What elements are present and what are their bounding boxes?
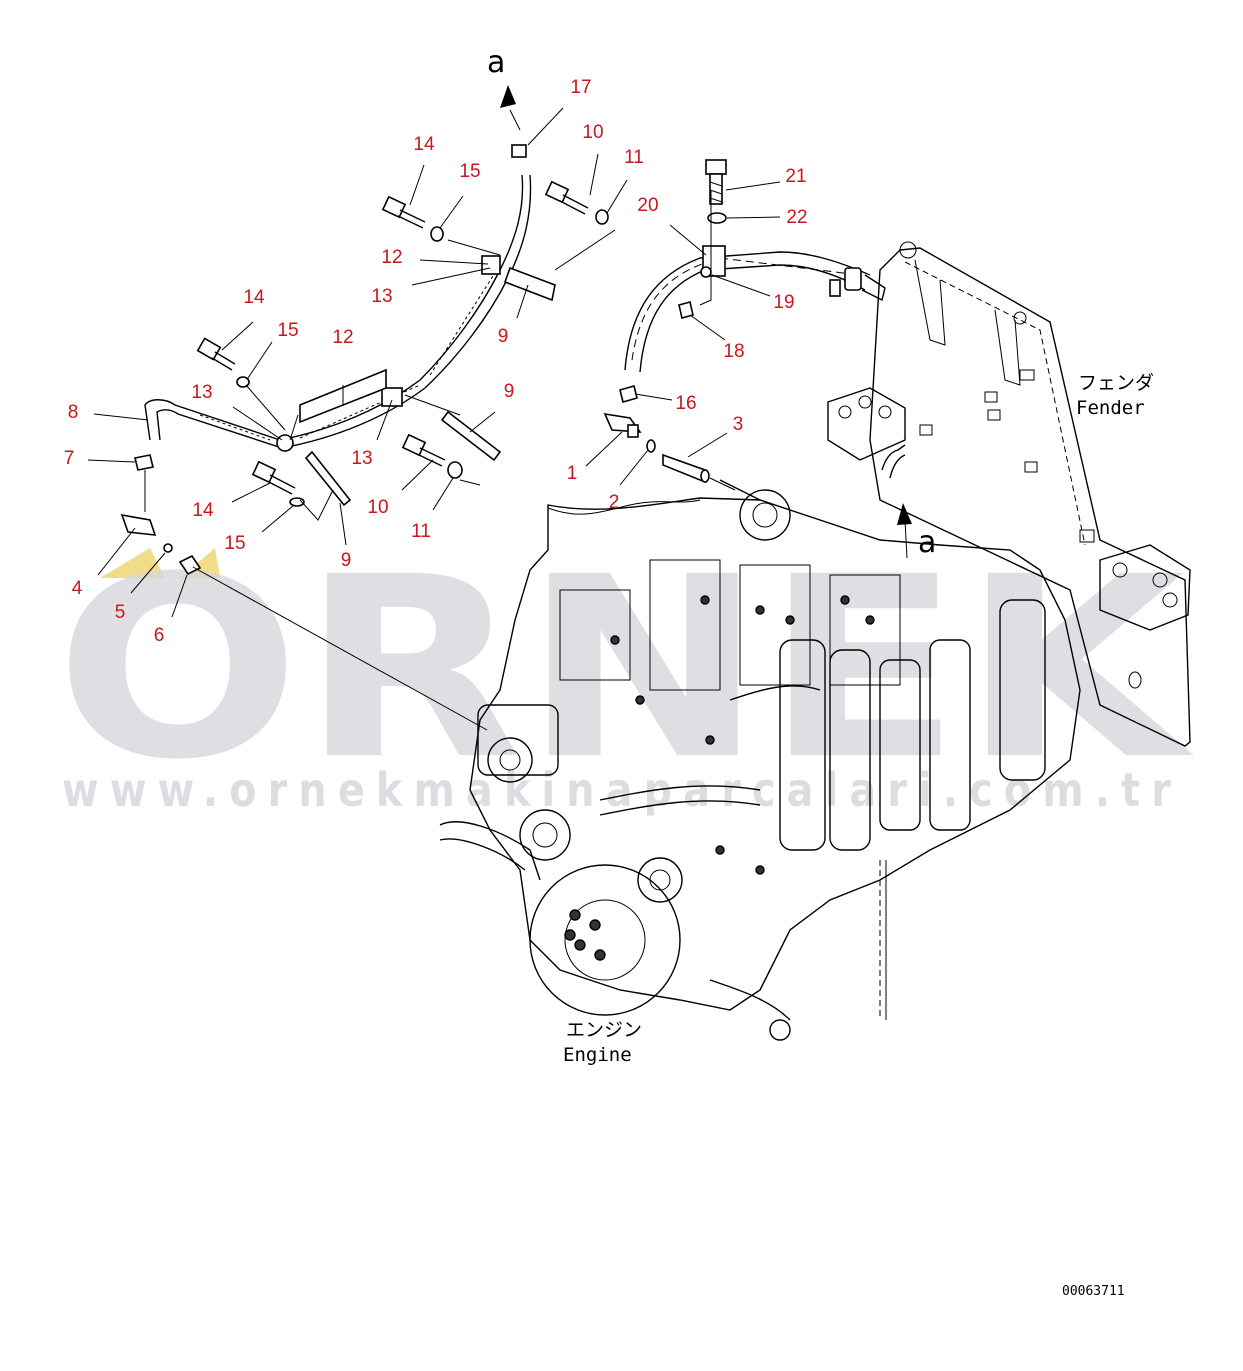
callout-12-top: 12 bbox=[381, 247, 402, 268]
callout-14-top: 14 bbox=[413, 134, 435, 155]
drawing-number: 00063711 bbox=[1062, 1284, 1125, 1299]
callout-13-bottom: 13 bbox=[351, 448, 372, 469]
callout-17: 17 bbox=[570, 77, 591, 98]
callout-13-top: 13 bbox=[371, 286, 392, 307]
leader-lines bbox=[87, 107, 781, 618]
engine-drawing bbox=[439, 479, 1081, 1041]
callout-18: 18 bbox=[723, 341, 744, 362]
callout-numbers: 1 2 3 4 5 6 7 8 9 9 9 10 10 11 11 12 12 … bbox=[64, 77, 808, 646]
callout-11-top: 11 bbox=[624, 147, 644, 168]
callout-22: 22 bbox=[786, 207, 807, 228]
callout-15-top: 15 bbox=[459, 161, 480, 182]
callout-9-top: 9 bbox=[498, 326, 509, 347]
fender-label-en: Fender bbox=[1076, 397, 1145, 419]
callout-10-top: 10 bbox=[582, 122, 603, 143]
callout-9-bottom: 9 bbox=[341, 550, 352, 571]
ref-label-a-engine: a bbox=[918, 525, 936, 560]
callout-15-mid: 15 bbox=[277, 320, 298, 341]
callout-5: 5 bbox=[115, 602, 126, 623]
reference-arrow-top: a bbox=[487, 45, 516, 108]
engine-label-jp: エンジン bbox=[566, 1019, 642, 1041]
hose-assembly-right bbox=[603, 159, 886, 491]
fender-drawing bbox=[827, 241, 1191, 747]
callout-20: 20 bbox=[637, 195, 658, 216]
engine-label-en: Engine bbox=[563, 1044, 632, 1066]
callout-8: 8 bbox=[68, 402, 79, 423]
fender-label-jp: フェンダ bbox=[1078, 372, 1154, 394]
callout-2: 2 bbox=[609, 492, 620, 513]
callout-7: 7 bbox=[64, 448, 75, 469]
callout-16: 16 bbox=[675, 393, 696, 414]
watermark-url: www.ornekmakinaparcalari.com.tr bbox=[62, 763, 1182, 817]
watermark: ORNEK www.ornekmakinaparcalari.com.tr bbox=[55, 523, 1195, 817]
ref-label-a-top: a bbox=[487, 45, 505, 80]
callout-3: 3 bbox=[733, 414, 744, 435]
callout-15-bottom: 15 bbox=[224, 533, 245, 554]
callout-4: 4 bbox=[72, 578, 83, 599]
callout-19: 19 bbox=[773, 292, 794, 313]
callout-12-label: 12 bbox=[332, 327, 353, 348]
callout-14-bottom: 14 bbox=[192, 500, 214, 521]
callout-21: 21 bbox=[785, 166, 806, 187]
callout-1: 1 bbox=[567, 463, 578, 484]
callout-9-mid: 9 bbox=[504, 381, 515, 402]
callout-6: 6 bbox=[154, 625, 165, 646]
callout-11-bottom: 11 bbox=[411, 521, 431, 542]
callout-14-mid: 14 bbox=[243, 287, 265, 308]
reference-arrow-engine: a bbox=[897, 503, 936, 560]
callout-10-bottom: 10 bbox=[367, 497, 388, 518]
watermark-brand: ORNEK bbox=[55, 523, 1195, 814]
watermark-accent bbox=[100, 548, 165, 578]
callout-13-left: 13 bbox=[191, 382, 212, 403]
